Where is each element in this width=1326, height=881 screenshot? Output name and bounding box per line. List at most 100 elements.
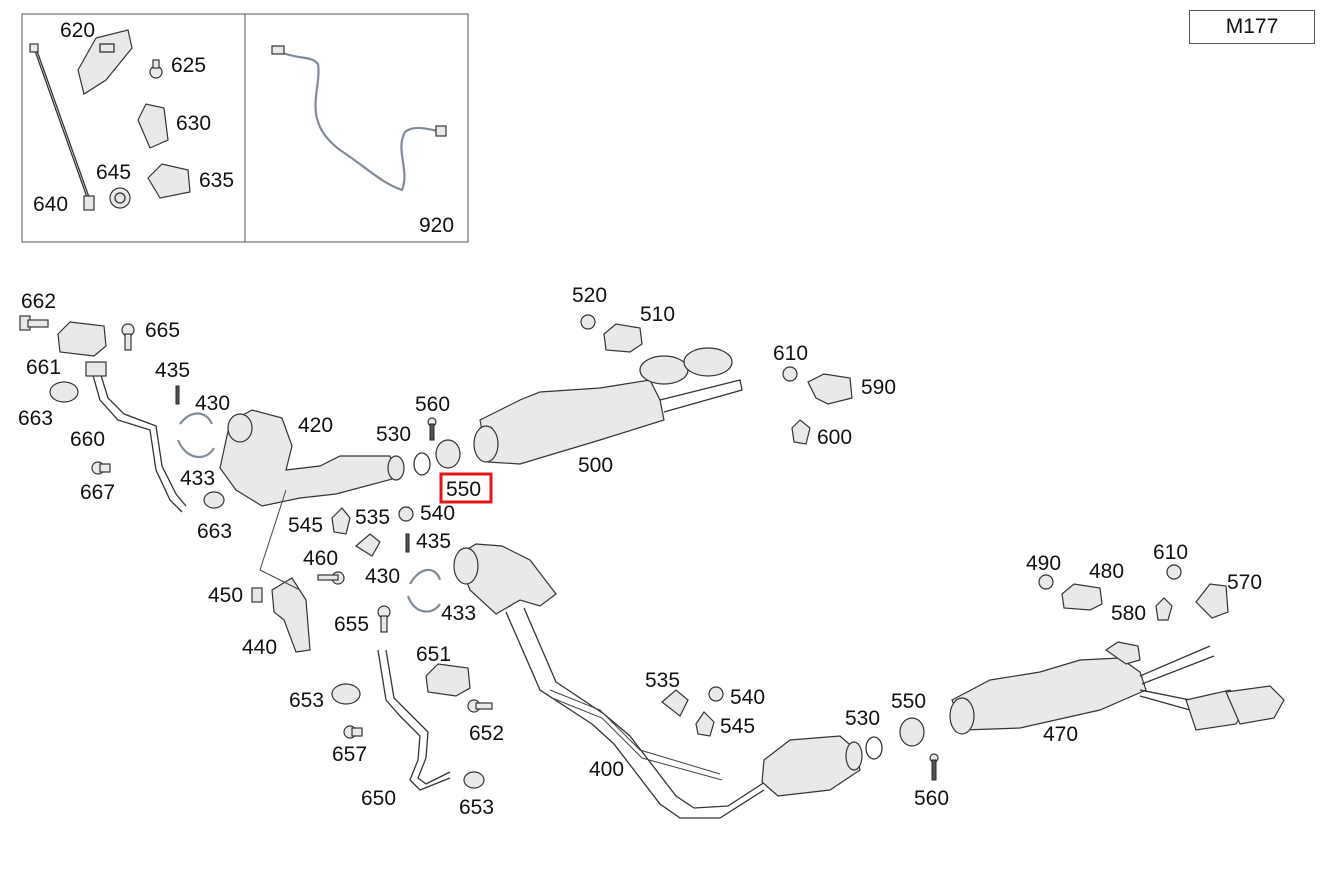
gasket-530b-part [865,736,883,760]
bracket-570-part [1195,583,1229,619]
hose-clamp-663b-part [203,491,225,509]
pressure-pipe-650-part [377,649,451,791]
actuator-480-part [1061,583,1103,611]
label-665: 665 [145,319,180,342]
actuator-510-part [603,323,643,353]
mount-545a-part [331,507,351,535]
grommet-645-part [109,187,131,209]
label-435a: 435 [155,359,190,382]
label-500: 500 [578,454,613,477]
label-450: 450 [208,584,243,607]
bolt-560b-part [929,753,939,781]
rear-muffler-470-part [949,645,1285,735]
label-663b: 663 [197,520,232,543]
hose-clamp-653b-part [463,771,485,789]
pressure-sensor-651-part [425,663,471,697]
label-550a: 550 [446,478,481,501]
clamp-433a-part [176,439,215,458]
screw-655-part [377,605,391,633]
highlighted-part-550[interactable]: 550 [439,472,493,504]
model-badge: M177 [1189,10,1315,44]
label-610b: 610 [1153,541,1188,564]
label-400: 400 [589,758,624,781]
label-570: 570 [1227,571,1262,594]
label-560b: 560 [914,787,949,810]
plug-667-part [91,461,111,475]
label-653b: 653 [459,796,494,819]
label-540b: 540 [730,686,765,709]
label-667: 667 [80,481,115,504]
label-460: 460 [303,547,338,570]
label-661: 661 [26,356,61,379]
clamp-550b-part [899,717,925,747]
label-662: 662 [21,290,56,313]
label-600: 600 [817,426,852,449]
label-430b: 430 [365,565,400,588]
label-530b: 530 [845,707,880,730]
bracket-535b-part [661,689,689,717]
nut-490-part [1038,574,1054,590]
label-435b: 435 [416,530,451,553]
label-520: 520 [572,284,607,307]
highlight-box [439,472,493,504]
label-550b: 550 [891,690,926,713]
label-430a: 430 [195,392,230,415]
mount-545b-part [695,711,715,737]
nut-610b-part [1166,564,1182,580]
label-653a: 653 [289,689,324,712]
clip-630-part [137,103,169,149]
part-labels: 662 665 661 435 430 663 660 433 667 663 … [18,284,1262,819]
label-510: 510 [640,303,675,326]
label-650: 650 [361,787,396,810]
nut-540a-part [398,506,414,522]
label-540a: 540 [420,502,455,525]
label-535b: 535 [645,669,680,692]
pressure-pipe-660-part [91,371,187,513]
plug-657-part [343,725,363,739]
wiring-harness-920-part [279,50,445,192]
bolt-560a-part [427,417,437,441]
bracket-620-part [77,29,133,95]
label-625: 625 [171,54,206,77]
bolt-435b-part [405,533,410,553]
label-655: 655 [334,613,369,636]
label-470: 470 [1043,723,1078,746]
oxygen-sensor-part [29,43,95,211]
mount-580-part [1155,597,1173,621]
clamp-430b-part [409,568,442,585]
muffler-500-part [473,347,743,465]
lower-catalytic-part [761,735,861,797]
label-630: 630 [176,112,211,135]
label-433b: 433 [441,602,476,625]
label-640: 640 [33,193,68,216]
bracket-535a-part [354,533,381,557]
inset-panel [21,13,469,243]
front-pipe-400-part [453,543,769,819]
label-590: 590 [861,376,896,399]
label-635: 635 [199,169,234,192]
label-652: 652 [469,722,504,745]
label-580: 580 [1111,602,1146,625]
bolt-460-part [317,571,345,585]
label-433a: 433 [180,467,215,490]
label-645: 645 [96,161,131,184]
label-663a: 663 [18,407,53,430]
label-651: 651 [416,643,451,666]
clamp-550a-part [435,439,461,469]
screw-665-part [121,323,135,351]
nut-540b-part [708,686,724,702]
hose-clamp-663a-part [49,381,79,403]
label-420: 420 [298,414,333,437]
bracket-440-part [271,577,311,653]
label-560a: 560 [415,393,450,416]
label-535a: 535 [355,506,390,529]
gasket-530a-part [413,452,431,476]
label-620: 620 [60,19,95,42]
catalytic-converter-420-part [219,409,405,507]
label-480: 480 [1089,560,1124,583]
bolt-450-part [251,587,263,603]
label-657: 657 [332,743,367,766]
bracket-635-part [147,163,191,199]
label-530a: 530 [376,423,411,446]
